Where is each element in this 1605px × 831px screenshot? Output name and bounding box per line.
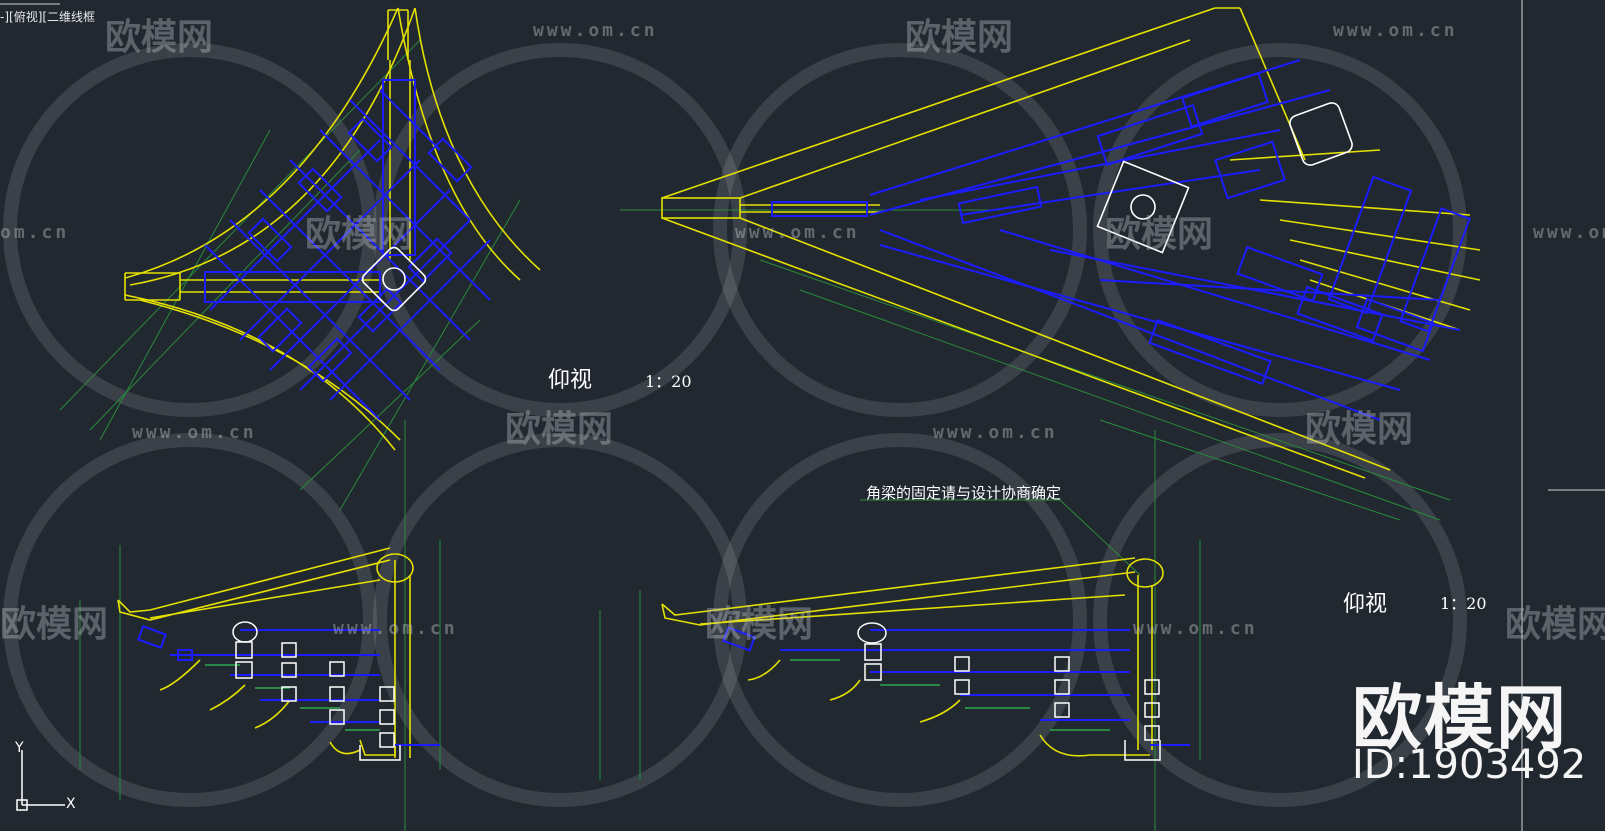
watermark-logo: 欧模网 — [105, 17, 214, 58]
ucs-x-label: X — [66, 796, 76, 812]
view-title: 仰视 — [1343, 592, 1388, 617]
watermark-logo: 欧模网 — [305, 214, 414, 255]
ucs-icon — [16, 750, 65, 811]
watermark-logo-partial: 欧模网 — [1505, 604, 1605, 645]
brand-logo: 欧模网 — [1352, 677, 1568, 759]
watermark-logo: 欧模网 — [1305, 409, 1414, 450]
view-title: 仰视 — [548, 368, 593, 393]
watermark-circles — [3, 43, 1467, 807]
watermark-url: www.om.cn — [132, 422, 257, 443]
watermark-url: www.om.cn — [1533, 222, 1605, 243]
watermark-url: www.om.cn — [533, 20, 658, 41]
watermark-url: www.om.cn — [933, 422, 1058, 443]
watermark-url-short: om.cn — [0, 222, 70, 243]
plan-view-right — [661, 7, 1481, 479]
watermark-url: www.om.cn — [1133, 618, 1258, 639]
watermark-url: www.om.cn — [735, 222, 860, 243]
watermark-logo: 欧模网 — [505, 409, 614, 450]
model-id: ID:1903492 — [1352, 742, 1587, 788]
section-right — [661, 557, 1190, 761]
watermark-logo: 欧模网 — [705, 604, 814, 645]
dimension-lines — [59, 39, 1451, 831]
plan-view-left — [124, 7, 541, 451]
ucs-y-label: Y — [15, 740, 24, 756]
view-scale: 1：20 — [645, 372, 692, 391]
annotation-note: 角梁的固定请与设计协商确定 — [866, 484, 1062, 502]
view-scale: 1：20 — [1440, 594, 1487, 613]
watermark-url: www.om.cn — [333, 618, 458, 639]
watermark-logo-partial: 欧模网 — [0, 604, 109, 645]
watermark-logo: 欧模网 — [1105, 214, 1214, 255]
viewport-label[interactable]: -][俯视][二维线框 — [0, 10, 96, 24]
section-left — [117, 547, 440, 761]
watermark-url: www.om.cn — [1333, 20, 1458, 41]
watermark-logo: 欧模网 — [905, 17, 1014, 58]
